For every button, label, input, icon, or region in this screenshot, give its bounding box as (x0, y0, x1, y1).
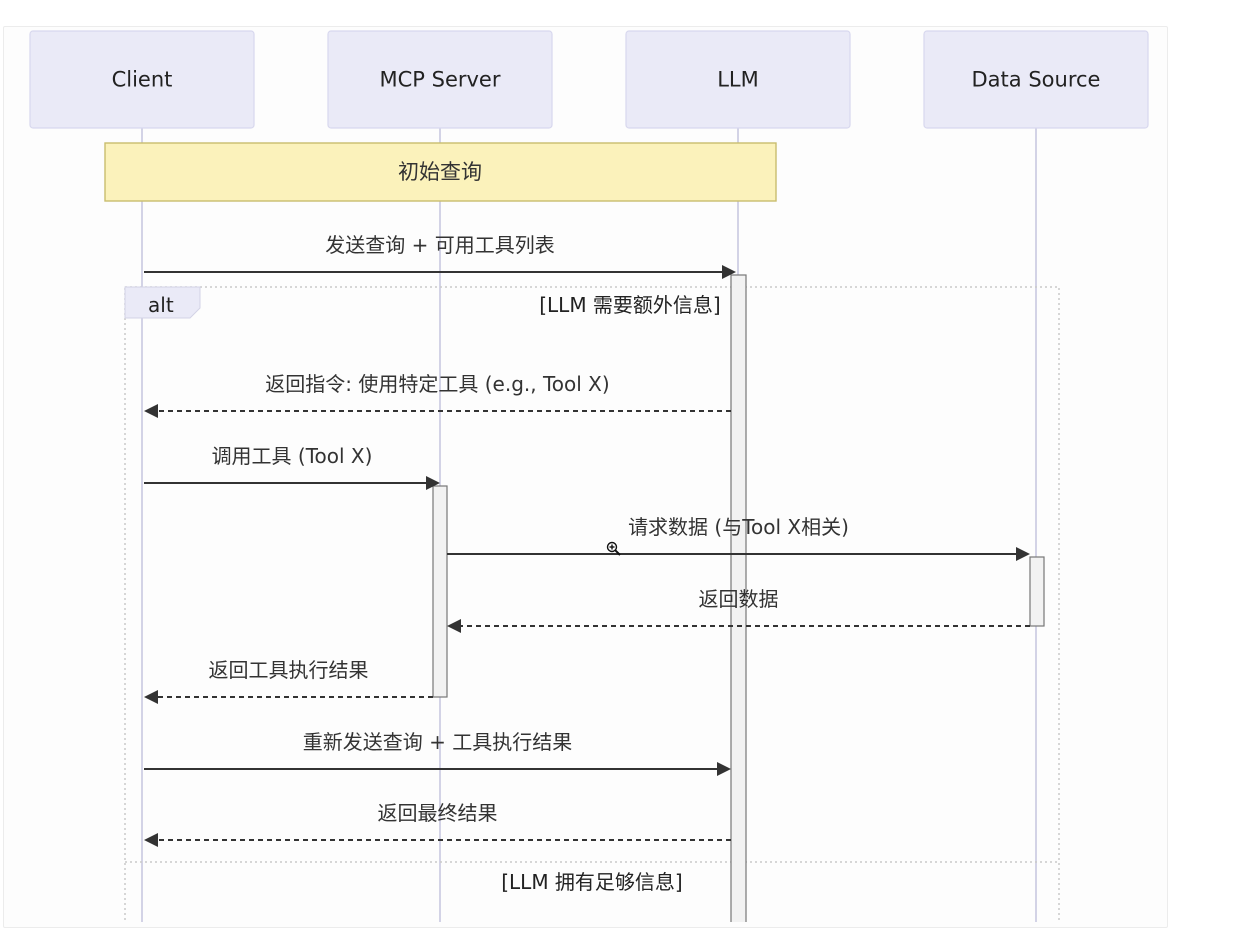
alt-label: alt (148, 293, 174, 317)
activation-llm (730, 274, 747, 922)
participant-box (625, 30, 851, 129)
message-label: 返回工具执行结果 (209, 658, 369, 682)
message-1: 发送查询 + 可用工具列表 (144, 233, 736, 279)
alt-tab (124, 286, 201, 319)
alt-condition-2: [LLM 拥有足够信息] (501, 870, 683, 894)
arrowhead-icon (717, 762, 731, 776)
arrowhead-icon (144, 690, 158, 704)
participant-box (923, 30, 1149, 129)
zoom-in-cursor-icon (606, 541, 621, 556)
message-label: 发送查询 + 可用工具列表 (325, 233, 554, 257)
alt-frame: alt [LLM 需要额外信息] [LLM 拥有足够信息] (124, 286, 1060, 922)
message-5: 返回数据 (447, 587, 1030, 633)
participant-mcp: MCP Server (327, 30, 553, 129)
participant-box (327, 30, 553, 129)
participant-box (29, 30, 255, 129)
message-label: 请求数据 (与Tool X相关) (628, 515, 849, 539)
message-6: 返回工具执行结果 (144, 658, 433, 704)
arrowhead-icon (144, 404, 158, 418)
message-label: 重新发送查询 + 工具执行结果 (303, 730, 572, 754)
note-box (104, 142, 777, 202)
alt-frame-border (124, 286, 1060, 922)
participant-data: Data Source (923, 30, 1149, 129)
activation-data-source (1029, 556, 1045, 627)
message-label: 返回数据 (699, 587, 779, 611)
message-2: 返回指令: 使用特定工具 (e.g., Tool X) (144, 372, 731, 418)
alt-condition-1: [LLM 需要额外信息] (539, 293, 721, 317)
arrowhead-icon (722, 265, 736, 279)
arrowhead-icon (447, 619, 461, 633)
participant-label: MCP Server (380, 68, 501, 92)
message-7: 重新发送查询 + 工具执行结果 (144, 730, 731, 776)
message-3: 调用工具 (Tool X) (144, 444, 440, 490)
message-label: 返回最终结果 (378, 801, 498, 825)
arrowhead-icon (426, 476, 440, 490)
note: 初始查询 (104, 142, 777, 202)
message-label: 调用工具 (Tool X) (212, 444, 373, 468)
participant-label: LLM (717, 68, 759, 92)
arrowhead-icon (144, 833, 158, 847)
participant-label: Client (112, 68, 173, 92)
participant-llm: LLM (625, 30, 851, 129)
note-text: 初始查询 (398, 160, 482, 184)
participant-label: Data Source (972, 68, 1101, 92)
message-label: 返回指令: 使用特定工具 (e.g., Tool X) (265, 372, 609, 396)
arrowhead-icon (1016, 547, 1030, 561)
participant-client: Client (29, 30, 255, 129)
message-4: 请求数据 (与Tool X相关) (447, 515, 1030, 561)
message-8: 返回最终结果 (144, 801, 731, 847)
activation-mcp-server (432, 485, 448, 698)
